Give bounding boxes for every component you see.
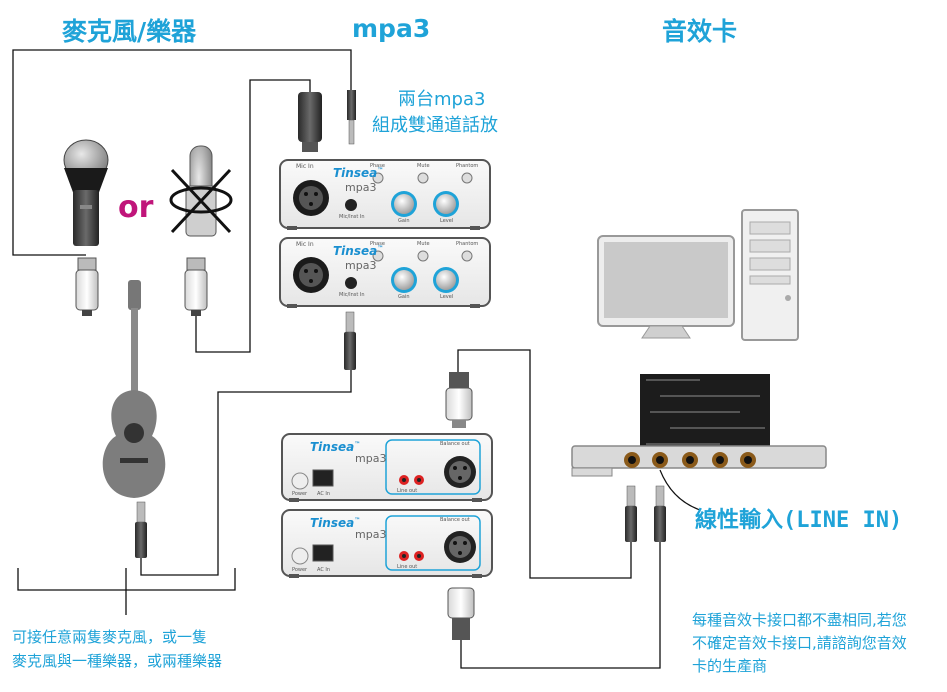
front1-mute-label: Mute [417,163,430,169]
front1-brand: Tinsea™ [333,166,384,180]
mpa3-rear-unit-2 [281,509,493,578]
header-sound-card: 音效卡 [662,17,738,46]
rear1-acin-label: AC In [317,491,331,497]
sound-card-icon [571,374,827,477]
rear1-model: mpa3 [355,452,387,465]
rear2-brand: Tinsea™ [310,516,361,530]
cables [12,49,661,669]
mpa3-front-unit-1 [279,159,491,230]
rear1-balance-label: Balance out [440,441,470,447]
note-dual-mpa3-line2: 組成雙通道話放 [372,115,498,136]
jack-plug-guitar-icon [135,501,147,558]
front2-phase-label: Phase [370,241,385,247]
rear2-acin-label: AC In [317,567,331,573]
front2-gain-label: Gain [398,294,410,300]
front2-phantom-label: Phantom [456,241,479,247]
front1-micinst-label: Mic/Inst In [339,214,365,220]
front1-model: mpa3 [345,181,377,194]
dynamic-microphone-icon [63,139,109,246]
line-in-pointer [659,469,701,511]
note-soundcard-line2: 不確定音效卡接口,請諮詢您音效 [692,634,907,652]
xlr-plug-condenser-icon [184,257,208,316]
note-soundcard-line1: 每種音效卡接口都不盡相同,若您 [692,611,907,629]
front1-gain-label: Gain [398,218,410,224]
rear2-model: mpa3 [355,528,387,541]
cable-condenser-to-top-mpa3 [195,79,311,353]
jack-plug-line-in-right-icon [654,485,666,542]
front2-brand: Tinsea™ [333,244,384,258]
note-dual-mpa3-line1: 兩台mpa3 [398,89,486,110]
or-label: or [118,190,154,225]
acoustic-guitar-icon [102,280,166,498]
xlr-plug-rear-bottom-icon [447,587,475,640]
jack-plug-mpa3-output-icon [344,311,356,370]
jack-plug-line-in-left-icon [625,485,637,542]
header-mpa3: mpa3 [352,14,431,43]
rear2-balance-label: Balance out [440,517,470,523]
rear1-lineout-label: Line out [397,488,418,494]
front1-level-label: Level [440,218,454,224]
cable-rear-bottom-to-card [460,540,661,669]
front2-model: mpa3 [345,259,377,272]
rear1-power-label: Power [292,491,308,497]
cable-mpa3-to-guitar [140,370,352,576]
xlr-plug-mic-icon [75,257,99,316]
front1-phase-label: Phase [370,163,385,169]
rear2-lineout-label: Line out [397,564,418,570]
front1-mic-in-label: Mic In [296,163,314,170]
rear2-power-label: Power [292,567,308,573]
condenser-microphone-icon [169,145,233,237]
xlr-plug-rear-top-icon [445,372,473,428]
note-soundcard-line3: 卡的生產商 [692,657,768,675]
jack-plug-top-icon [347,90,356,145]
monitor-icon [597,235,735,339]
front1-phantom-label: Phantom [456,163,479,169]
xlr-plug-top-icon [298,92,322,152]
front2-micinst-label: Mic/Inst In [339,292,365,298]
cable-rear-top-to-card [457,349,632,579]
note-combo-line2: 麥克風與一種樂器，或兩種樂器 [12,652,223,670]
front2-level-label: Level [440,294,454,300]
mpa3-rear-unit-1 [281,433,493,502]
header-mic-instrument: 麥克風/樂器 [62,17,197,46]
rear1-brand: Tinsea™ [310,440,361,454]
cable-mic-to-top-mpa3 [12,49,352,256]
pc-tower-icon [741,209,799,341]
mpa3-front-unit-2 [279,237,491,308]
front2-mute-label: Mute [417,241,430,247]
line-in-label: 線性輸入(LINE IN) [695,508,903,533]
front2-mic-in-label: Mic In [296,241,314,248]
note-combo-line1: 可接任意兩隻麥克風，或一隻 [12,628,208,646]
